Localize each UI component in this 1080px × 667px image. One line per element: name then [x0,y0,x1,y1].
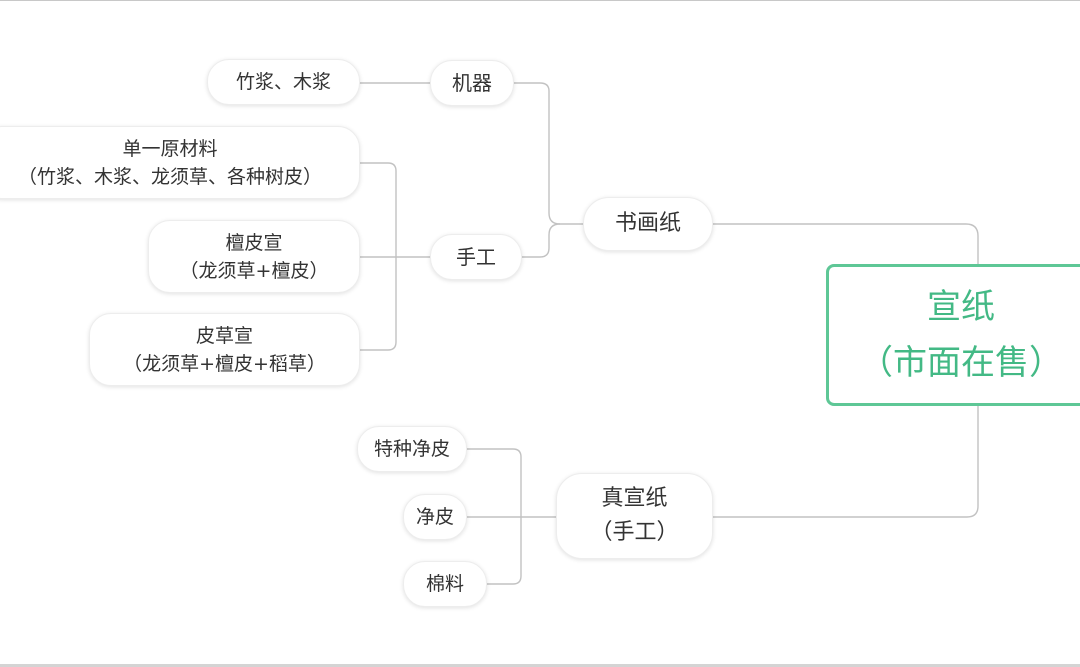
bottom-border-line [0,664,1080,667]
connector-root-painting [712,223,979,265]
leaf-sublabel: （竹浆、木浆、龙须草、各种树皮） [17,165,322,188]
leaf-label: 竹浆、木浆 [235,71,331,93]
leaf-label: 单一原材料 [122,137,218,160]
connector-root-true [712,405,979,518]
leaf-tan-pi-xuan: 檀皮宣 （龙须草+檀皮） [148,220,360,293]
leaf-label: 特种净皮 [373,438,450,460]
top-border-line [0,0,1080,1]
leaf-bamboo-wood-pulp: 竹浆、木浆 [207,59,360,105]
node-label: 手工 [456,245,496,269]
node-painting-paper: 书画纸 [583,197,713,251]
leaf-label: 棉料 [425,573,464,595]
node-label: 书画纸 [614,211,681,236]
node-sublabel: （手工） [590,520,679,545]
node-handmade: 手工 [430,234,522,280]
root-xuan-paper: 宣纸 （市面在售） [826,264,1080,406]
node-label: 真宣纸 [601,486,668,511]
connector-painting-to-handmade [522,223,584,258]
leaf-mian-liao: 棉料 [403,561,487,607]
leaf-sublabel: （龙须草+檀皮） [179,259,329,282]
leaf-label: 皮草宣 [195,324,253,347]
leaf-single-material: 单一原材料 （竹浆、木浆、龙须草、各种树皮） [0,126,360,199]
node-machine: 机器 [430,60,514,106]
leaf-pi-cao-xuan: 皮草宣 （龙须草+檀皮+稻草） [89,313,360,386]
leaf-special-jing-pi: 特种净皮 [357,426,467,472]
node-label: 机器 [452,71,492,95]
root-title: 宣纸 [927,287,995,327]
leaf-sublabel: （龙须草+檀皮+稻草） [123,352,326,375]
node-true-xuan-paper: 真宣纸 （手工） [556,473,713,559]
leaf-label: 檀皮宣 [225,231,283,254]
connector-true-to-leaves [466,448,557,585]
connector-handmade-spine [360,162,432,351]
leaf-jing-pi: 净皮 [403,494,467,540]
root-subtitle: （市面在售） [859,343,1063,383]
connector-painting-to-machine [512,82,561,225]
leaf-label: 净皮 [415,506,454,528]
